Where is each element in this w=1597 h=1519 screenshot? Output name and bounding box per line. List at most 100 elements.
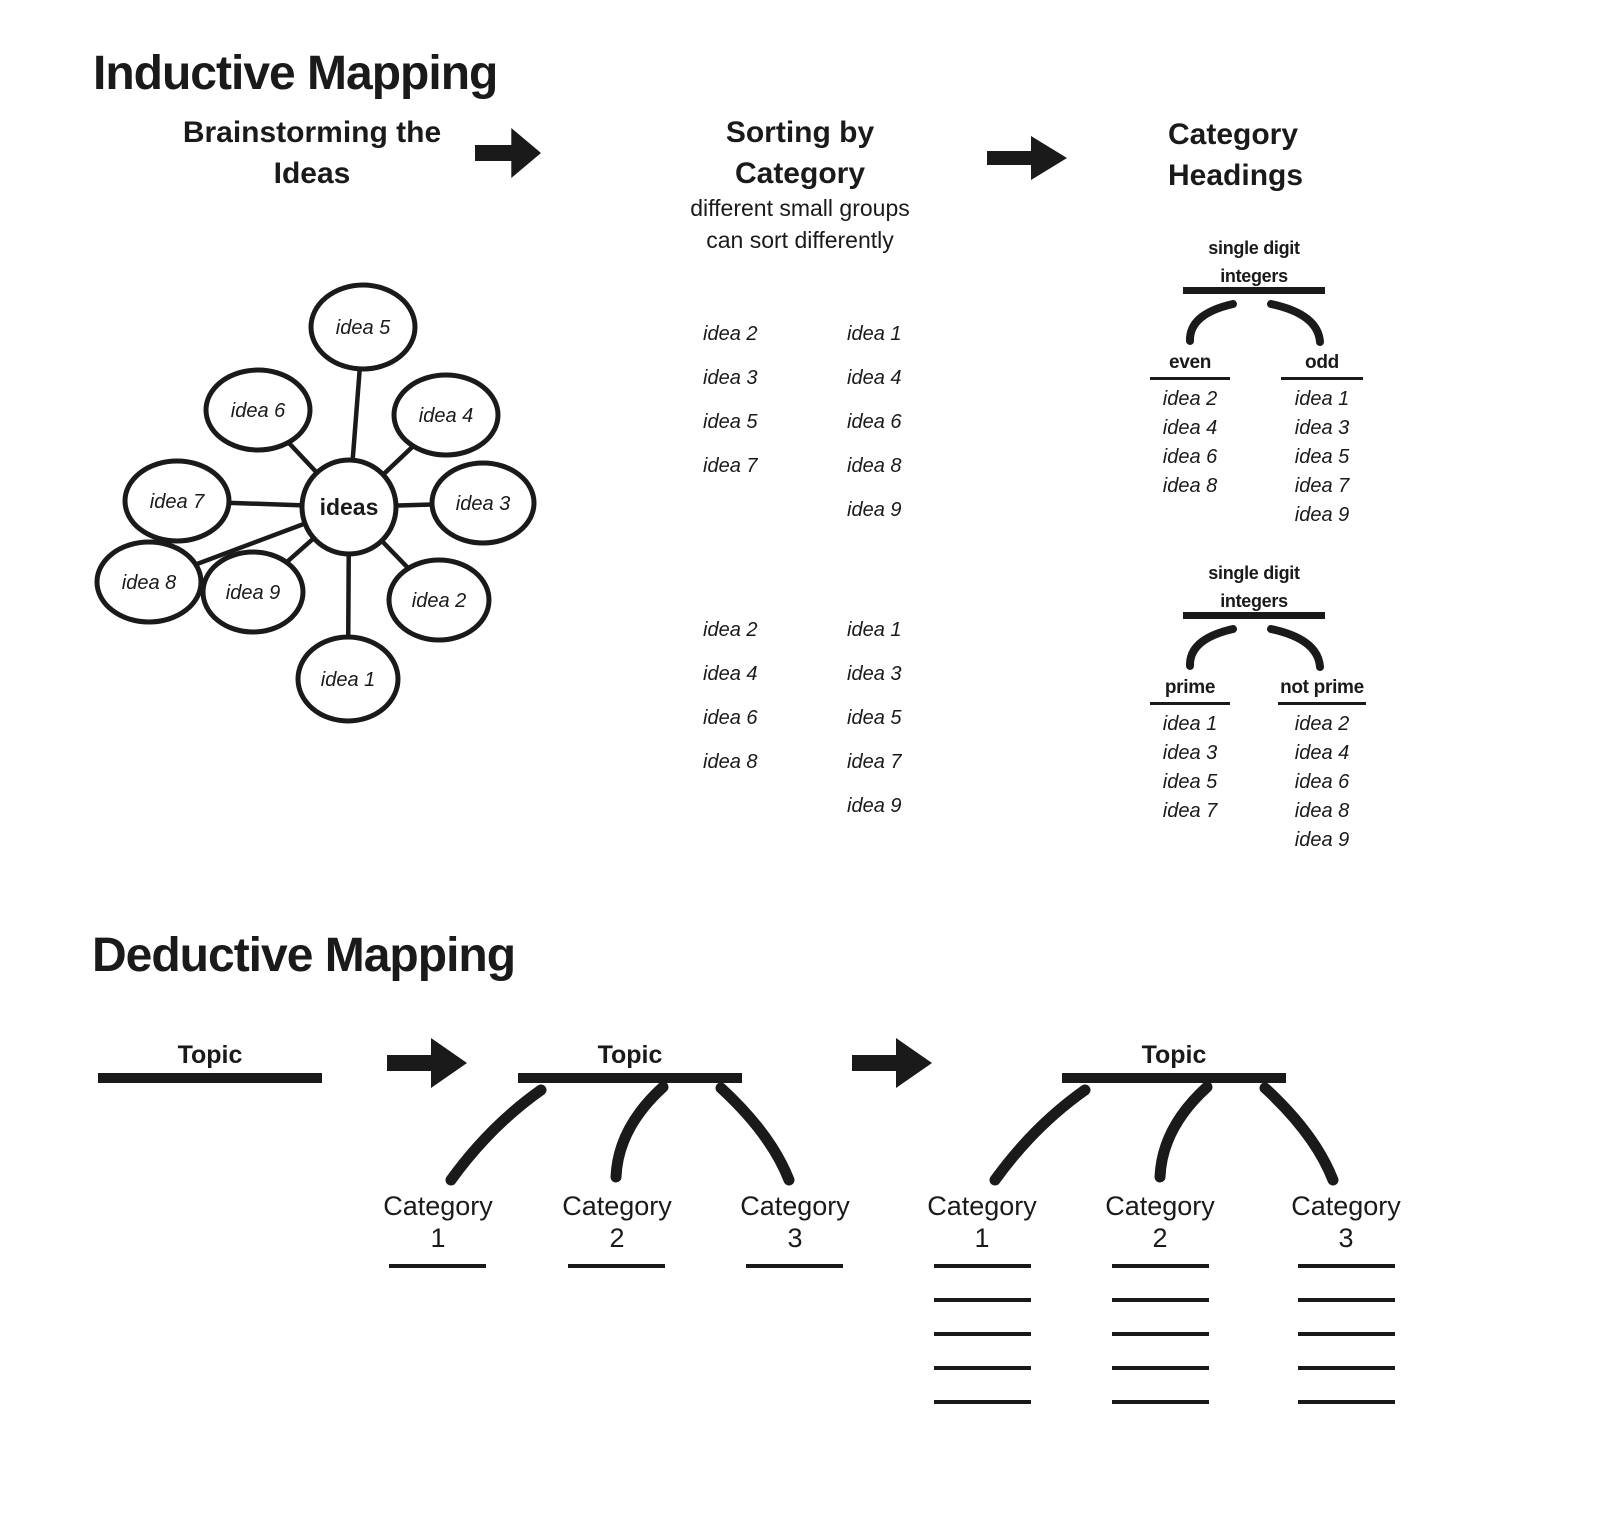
tree1-root-bar [1183,287,1325,294]
map2-category1-label: Category 1 [368,1190,508,1254]
map2-branch-arcs [445,1081,795,1186]
blank-line [746,1264,843,1268]
idea-node-ellipse [122,458,232,544]
idea-node-ellipse [203,367,313,453]
map3-branch-arcs [989,1081,1339,1186]
category-word: Category [383,1191,493,1221]
tree1-right-label: odd [1281,352,1363,380]
category-word: Category [562,1191,672,1221]
blank-line [1112,1332,1209,1336]
idea-node-label: idea 2 [412,590,467,612]
sorting-heading: Sorting by Category [690,112,910,194]
idea-node-ellipse [94,539,204,625]
tree1-left-list: idea 2 idea 4 idea 6 idea 8 [1150,385,1230,501]
sort-item: idea 8 [847,455,902,477]
sort-group2-col2: idea 1 idea 3 idea 5 idea 7 idea 9 [847,608,957,828]
tree-item: idea 6 [1294,771,1350,793]
tree-item: idea 6 [1162,446,1218,468]
brainstorm-heading-line1: Brainstorming the [182,116,442,149]
category-number: 1 [974,1223,990,1253]
sorting-heading-line1: Sorting by [725,116,875,149]
blank-line [934,1366,1031,1370]
tree2-root-line2: integers [1220,591,1288,611]
blank-line [1298,1332,1395,1336]
blank-line [1298,1298,1395,1302]
sort-item: idea 3 [703,367,758,389]
tree-item: idea 8 [1162,475,1218,497]
tree-item: idea 4 [1294,742,1350,764]
sorting-note: different small groups can sort differen… [665,192,935,256]
map1-topic-label: Topic [177,1041,243,1069]
idea-node-label: idea 6 [231,400,286,422]
map3-topic-label: Topic [1141,1041,1207,1069]
tree1-branch-arcs [1186,300,1324,346]
map3-category3-label: Category 3 [1276,1190,1416,1254]
map2-category2-label: Category 2 [547,1190,687,1254]
tree-item: idea 2 [1162,388,1218,410]
tree-item: idea 9 [1294,829,1350,851]
sort-item: idea 2 [703,323,758,345]
inductive-title: Inductive Mapping [93,47,498,100]
tree2-right-list: idea 2 idea 4 idea 6 idea 8 idea 9 [1278,710,1366,855]
sort-item: idea 4 [847,367,902,389]
tree-item: idea 7 [1162,800,1218,822]
sort-item: idea 9 [847,499,902,521]
sorting-heading-line2: Category [734,157,866,190]
sort-group2-col1: idea 2 idea 4 idea 6 idea 8 [703,608,813,784]
tree1-right-list: idea 1 idea 3 idea 5 idea 7 idea 9 [1281,385,1363,530]
sort-item: idea 6 [847,411,902,433]
tree-item: idea 7 [1294,475,1350,497]
arrow-right-icon [387,1038,467,1088]
map1-topic-bar [98,1073,322,1083]
brainstorm-heading: Brainstorming the Ideas [162,112,462,194]
idea-node-label: idea 4 [419,405,474,427]
blank-line [1298,1366,1395,1370]
category-word: Category [927,1191,1037,1221]
idea-node-ellipse [386,557,492,643]
blank-line [934,1332,1031,1336]
tree-item: idea 1 [1294,388,1350,410]
map3-topic-bar [1062,1073,1286,1083]
arrow-right-icon [987,136,1067,180]
category-word: Category [1105,1191,1215,1221]
idea-node-label: idea 5 [336,317,391,339]
idea-node-label: idea 8 [122,572,177,594]
tree-item: idea 3 [1294,417,1350,439]
blank-line [1112,1366,1209,1370]
tree1-root-label: single digit integers [1184,234,1324,290]
sort-group1-col1: idea 2 idea 3 idea 5 idea 7 [703,312,813,488]
sort-item: idea 6 [703,707,758,729]
category-number: 2 [609,1223,625,1253]
blank-line [1112,1264,1209,1268]
category-number: 2 [1152,1223,1168,1253]
tree2-left-label: prime [1150,677,1230,705]
tree2-root-line1: single digit [1208,563,1300,583]
idea-node-ellipse [295,634,401,724]
sort-item: idea 9 [847,795,902,817]
category-headings-heading: Category Headings [1168,114,1388,196]
tree2-root-label: single digit integers [1184,559,1324,615]
sort-item: idea 7 [703,455,758,477]
tree-item: idea 2 [1294,713,1350,735]
sort-item: idea 8 [703,751,758,773]
idea-node-label: idea 1 [321,669,376,691]
tree1-root-line2: integers [1220,266,1288,286]
sort-item: idea 2 [703,619,758,641]
map2-category3-label: Category 3 [725,1190,865,1254]
map3-category2-label: Category 2 [1090,1190,1230,1254]
category-number: 1 [430,1223,446,1253]
sort-item: idea 5 [703,411,758,433]
tree-item: idea 3 [1162,742,1218,764]
blank-line [1298,1264,1395,1268]
sort-item: idea 7 [847,751,902,773]
idea-node-ellipse [391,372,501,458]
blank-line [389,1264,486,1268]
brainstorm-heading-line2: Ideas [273,157,351,190]
tree1-root-line1: single digit [1208,238,1300,258]
idea-node-label: idea 7 [150,491,205,513]
tree-item: idea 8 [1294,800,1350,822]
sort-group1-col2: idea 1 idea 4 idea 6 idea 8 idea 9 [847,312,957,532]
tree-item: idea 5 [1294,446,1350,468]
tree1-left-label: even [1150,352,1230,380]
tree-item: idea 4 [1162,417,1218,439]
